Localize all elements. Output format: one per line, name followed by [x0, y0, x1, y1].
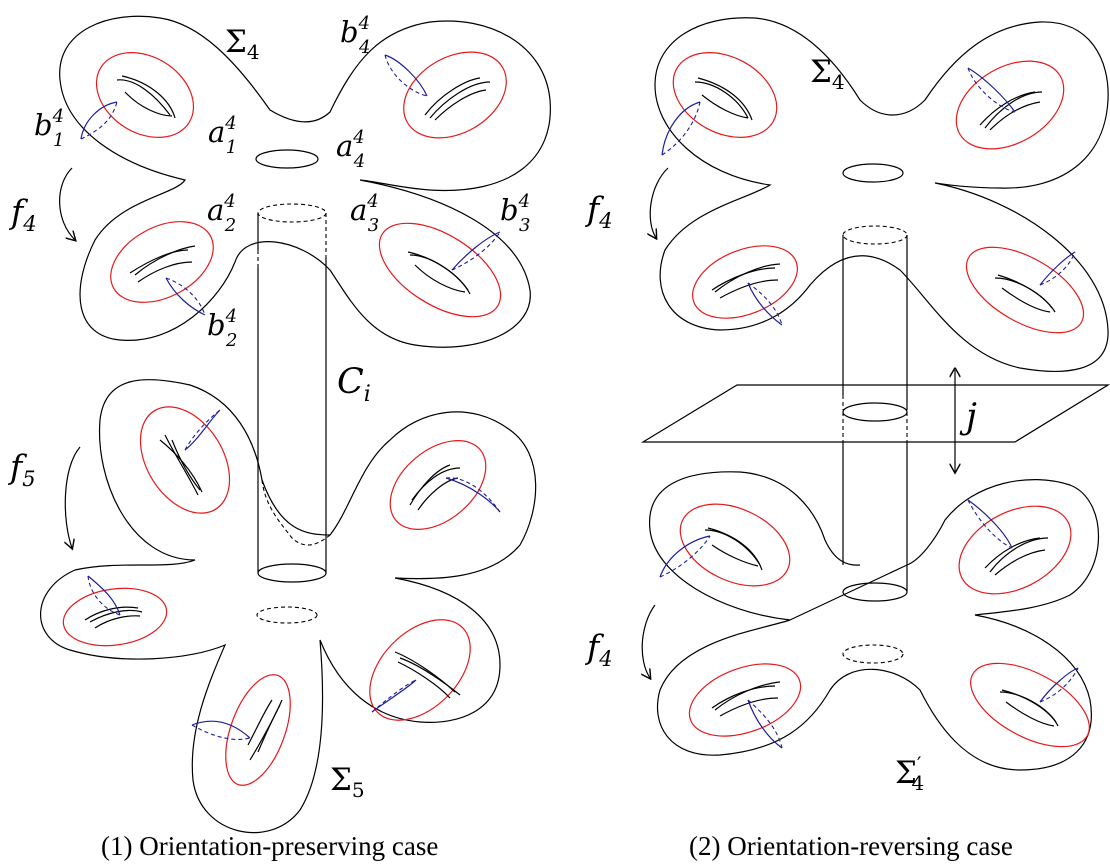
label-f4-left: f4 [8, 192, 37, 236]
right-bottom-hole [842, 644, 904, 664]
left-handle-1 [80, 51, 195, 140]
left-handle-3 [378, 222, 502, 318]
left-bottom-hole [256, 606, 318, 624]
right-bottom-handle-3 [688, 663, 802, 749]
left-handle-4 [384, 51, 507, 139]
right-handle-4 [965, 246, 1085, 334]
right-cylinder-top-end [842, 225, 908, 245]
right-top-surface-outline [654, 17, 1109, 372]
right-bottom-handle-2 [958, 499, 1072, 595]
label-sigma4-prime: Σ′4 [895, 752, 924, 795]
label-ci: Ci [337, 362, 371, 407]
left-arrow-f5 [65, 446, 81, 548]
left-bottom-handle-5 [191, 674, 291, 786]
right-handle-2 [955, 60, 1065, 150]
label-sigma4-left: Σ4 [225, 24, 260, 64]
right-bottom-handle-4 [970, 662, 1090, 748]
label-sigma5: Σ5 [330, 762, 365, 802]
label-sigma4-right: Σ4 [810, 54, 845, 94]
left-arrow-f4 [59, 167, 75, 240]
left-bottom-handle-2 [389, 440, 501, 530]
caption-left: (1) Orientation-preserving case [101, 831, 438, 861]
left-cylinder [257, 203, 327, 583]
right-top-hole [842, 163, 904, 183]
left-top-surface-outline [59, 15, 551, 348]
left-bottom-hidden-edge [261, 479, 331, 546]
caption-right: (2) Orientation-reversing case [689, 831, 1013, 861]
left-bottom-surface-outline [40, 379, 537, 834]
right-labels: Σ4 f4 j f4 Σ′4 (2) Orientation-reversing… [584, 54, 1013, 861]
left-handle-2 [110, 221, 214, 316]
left-bottom-handle-1 [139, 406, 231, 514]
right-cylinder-bottom-end [842, 582, 908, 602]
right-arrow-f4-bottom [642, 604, 656, 678]
right-cylinder-plane-section [842, 402, 908, 422]
right-handle-1 [661, 52, 778, 156]
right-handle-3 [692, 245, 798, 326]
label-f4-right-top: f4 [584, 189, 613, 233]
label-j: j [959, 397, 977, 437]
left-bottom-handle-4 [369, 619, 471, 721]
right-diagram [640, 17, 1110, 771]
right-arrow-f4-top [650, 167, 669, 238]
left-top-hole [255, 149, 319, 169]
left-bottom-handle-3 [62, 575, 168, 647]
label-f5: f5 [7, 447, 36, 491]
right-bottom-surface-outline [649, 471, 1099, 771]
right-bottom-handle-1 [659, 503, 791, 587]
left-diagram [40, 15, 551, 834]
label-f4-right-bottom: f4 [584, 627, 613, 671]
right-plane [640, 384, 1110, 443]
